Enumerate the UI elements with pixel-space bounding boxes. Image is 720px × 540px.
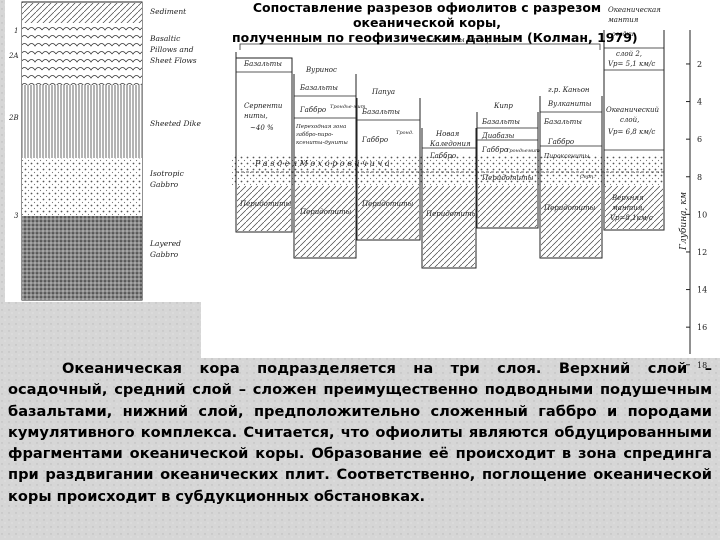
title-line: полученным по геофизическим данным (Колм… bbox=[232, 30, 638, 45]
diagram-label: г.р. Каньон bbox=[548, 86, 590, 94]
diagram-label: Базальты bbox=[243, 60, 282, 68]
diagram-label: Базальты bbox=[361, 108, 400, 116]
diagram-label: Перидотиты bbox=[481, 174, 534, 182]
diagram-label: Серпенти bbox=[244, 102, 283, 110]
column-name: Вуринос bbox=[305, 66, 337, 74]
depth-axis-label: Глубина, км bbox=[678, 192, 689, 251]
title-line: океанической коры, bbox=[352, 15, 502, 30]
moho-label: Р а з д е л М о х о р о в и ч и ч а bbox=[254, 159, 390, 168]
title-line: Сопоставление разрезов офиолитов с разре… bbox=[252, 0, 602, 15]
left-label: Gabbro bbox=[150, 180, 179, 189]
diagram-label: Пироксениты bbox=[543, 153, 590, 160]
header-sedimentary: О с а д о ч н ы е п о р о д ы bbox=[412, 36, 512, 44]
ophiolite-comparison-diagram: О с а д о ч н ы е п о р о д ы bbox=[201, 0, 720, 370]
diagram-label: Габбро bbox=[429, 152, 456, 160]
diagram-label: Тронд. bbox=[396, 130, 414, 136]
body-paragraph: Океаническая кора подразделяется на три … bbox=[8, 360, 712, 505]
diagram-label: Габбро bbox=[361, 136, 388, 144]
diagram-label: Кипр bbox=[493, 102, 513, 110]
diagram-label: Верхняя bbox=[611, 194, 644, 202]
layer-number: 2A bbox=[8, 52, 19, 60]
left-label: Isotropic bbox=[149, 169, 185, 178]
diagram-label: Перидотиты bbox=[299, 208, 352, 216]
depth-tick-label: 10 bbox=[697, 210, 707, 219]
diagram-label: мантия bbox=[608, 16, 639, 24]
diagram-label: Vp= 5,1 км/с bbox=[608, 60, 655, 68]
diagram-label: Океаническая bbox=[608, 6, 661, 14]
diagram-label: Новая bbox=[435, 130, 460, 138]
depth-tick-label: 12 bbox=[697, 248, 707, 257]
left-label: Basaltic bbox=[149, 34, 181, 43]
diagram-label: Океанический bbox=[606, 106, 659, 114]
left-label: Sediment bbox=[150, 7, 187, 16]
depth-tick-label: 2 bbox=[697, 60, 702, 69]
diagram-label: Трондьемит bbox=[506, 148, 540, 154]
left-label: Sheet Flows bbox=[150, 56, 197, 65]
depth-tick-label: 16 bbox=[697, 323, 707, 332]
layer-number: 3 bbox=[14, 212, 19, 220]
diagram-label: Габбро bbox=[481, 146, 508, 154]
depth-tick-label: 14 bbox=[697, 286, 707, 295]
diagram-label: осадки bbox=[612, 31, 634, 38]
depth-tick-label: 4 bbox=[697, 98, 702, 107]
diagram-label: слой, bbox=[620, 116, 639, 124]
diagram-label: Трондье-мит bbox=[330, 104, 366, 110]
layer-number: 2B bbox=[8, 114, 19, 122]
diagram-label: мантия, bbox=[612, 204, 645, 212]
diagram-label: Vp= 6,8 км/с bbox=[608, 128, 655, 136]
diagram-label: Серп. bbox=[580, 174, 595, 180]
depth-tick-label: 6 bbox=[697, 135, 702, 144]
diagram-label: Перидотиты bbox=[239, 200, 292, 208]
diagram-label: Vp=8,1км/с bbox=[610, 214, 653, 222]
diagram-label: Переходная зона bbox=[295, 124, 346, 130]
diagram-label: Перидотиты bbox=[425, 210, 478, 218]
diagram-label: ниты, bbox=[244, 112, 268, 120]
diagram-label: слой 2, bbox=[616, 50, 642, 58]
left-label: Gabbro bbox=[150, 250, 179, 259]
layer-number: 1 bbox=[14, 27, 18, 35]
left-column-figure: 1 2A 2B 3 Sediment Basaltic Pillows and … bbox=[5, 0, 205, 302]
depth-tick-label: 8 bbox=[697, 173, 702, 182]
diagram-label: ксениты-дуниты bbox=[296, 140, 348, 146]
left-label: Sheeted Dikes bbox=[150, 119, 205, 128]
diagram-label: габбро-пиро- bbox=[296, 131, 333, 138]
diagram-label: Базальты bbox=[543, 118, 582, 126]
diagram-label: Каледония bbox=[429, 140, 471, 148]
diagram-label: Перидотиты bbox=[361, 200, 414, 208]
left-label: Layered bbox=[149, 239, 181, 248]
diagram-label: Перидотиты bbox=[543, 204, 596, 212]
diagram-label: Габбро bbox=[547, 138, 574, 146]
diagram-label: Габбро bbox=[299, 106, 326, 114]
diagram-label: Базальты bbox=[481, 118, 520, 126]
depth-tick-label: 18 bbox=[697, 361, 707, 370]
slide-title: Сопоставление разрезов офиолитов с разре… bbox=[232, 0, 638, 45]
diagram-label: ~40 % bbox=[250, 124, 274, 132]
diagram-label: Вулканиты bbox=[547, 100, 592, 108]
left-label: Pillows and bbox=[149, 45, 194, 54]
diagram-label: Диабазы bbox=[481, 132, 515, 140]
diagram-label: Базальты bbox=[299, 84, 338, 92]
column-name: Папуа bbox=[371, 88, 395, 96]
